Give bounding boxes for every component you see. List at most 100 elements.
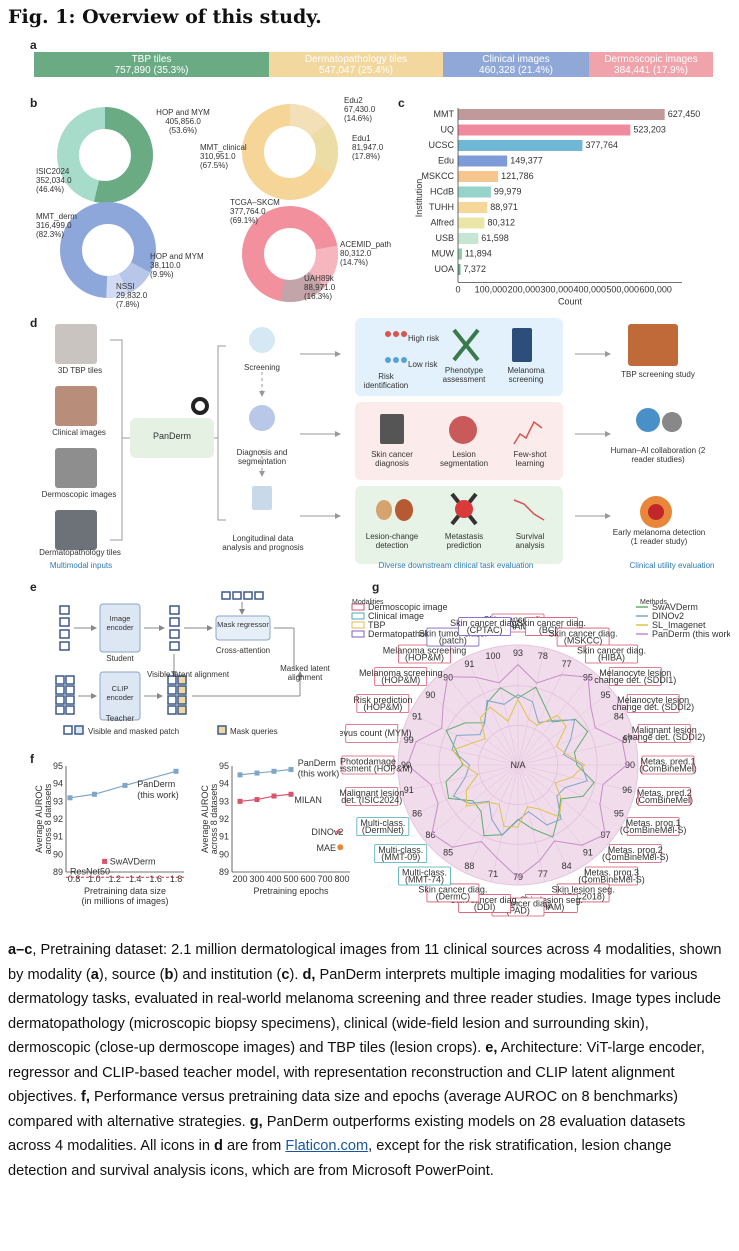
radar-axis-label: Skin cancer diag. <box>483 899 552 909</box>
bar-value-label: 7,372 <box>463 264 486 274</box>
radar-axis-label: Nevus count (MYM) <box>340 728 412 738</box>
donut-slice-uah <box>242 206 338 302</box>
radar-axis-box <box>608 844 662 863</box>
x-tick-label: 400,000 <box>573 285 606 295</box>
donut-slice-hop2 <box>59 202 156 298</box>
x-tick-label: 800 <box>334 874 349 884</box>
row3-lesion-change: Lesion-change detection <box>365 532 419 550</box>
radar-axis-label: Skin cancer diag. <box>418 884 487 894</box>
panderm-point <box>67 795 73 801</box>
panderm-point <box>91 791 97 797</box>
radar-spoke <box>400 764 519 792</box>
y-tick-label: 94 <box>219 779 229 789</box>
panderm-point <box>173 768 179 774</box>
y-tick-label: 92 <box>219 814 229 824</box>
mask-query-boxes <box>221 591 264 600</box>
y-tick-label: 90 <box>219 849 229 859</box>
radar-axis-label: (ComBineMel-S) <box>578 875 645 885</box>
donut-slice-edu2 <box>242 104 338 200</box>
radar-axis-box <box>626 693 680 713</box>
panel-label-g: g <box>372 580 380 594</box>
mae-point <box>337 844 344 851</box>
radar-axis-label: (HAM) <box>505 622 531 632</box>
radar-max-value: 91 <box>404 785 414 795</box>
panderm-point <box>254 770 260 776</box>
clip-encoder-label: CLIP encoder <box>106 684 134 702</box>
y-tick-label: 95 <box>53 761 63 771</box>
bar-category-label: USB <box>435 233 454 243</box>
bar-muw <box>458 248 462 260</box>
dino-marker: ★ <box>335 827 343 837</box>
x-tick-label: 1.0 <box>88 874 101 884</box>
modality-swatch <box>351 612 365 620</box>
mask-regressor-label: Mask regressor <box>217 620 269 629</box>
panderm-label-left-2: (this work) <box>137 790 179 800</box>
x-tick-label: 300,000 <box>541 285 574 295</box>
panderm-label-left: PanDerm <box>137 779 175 789</box>
radar-axis-box <box>637 724 691 743</box>
radar-max-value: 91 <box>412 711 422 721</box>
bar-segment-dermpath: Dermatopathology tiles 547,047 (25.4%) <box>269 52 443 77</box>
radar-spoke <box>491 764 519 883</box>
radar-spoke <box>409 712 519 766</box>
y-tick-label: 89 <box>219 867 229 877</box>
teacher-latents <box>167 675 187 715</box>
radar-axis-box <box>341 755 395 775</box>
radar-axis-label: Skin lesion seg. <box>552 884 615 894</box>
radar-spoke <box>409 764 519 818</box>
radar-max-value: 88 <box>464 861 474 871</box>
donut-slice-edu1 <box>242 104 338 200</box>
bar-category-label: MSKCC <box>421 171 454 181</box>
radar-axis-label: Skin cancer diag. <box>450 618 519 628</box>
donut-4 <box>242 206 338 302</box>
radar-axis-box <box>398 866 451 886</box>
task-screening: Screening <box>243 363 281 372</box>
legend-mask-label: Mask queries <box>230 727 278 736</box>
x-tick-label: 700 <box>317 874 332 884</box>
melanoma-screening-icon <box>512 328 532 362</box>
radar-max-value: 84 <box>614 711 624 721</box>
task-diagnosis: Diagnosis and segmentation <box>236 448 288 466</box>
radar-axis-label: Metas. prog.2 <box>608 845 663 855</box>
bar-usb <box>458 233 479 244</box>
radar-spoke <box>424 689 519 766</box>
bar-value-label: 80,312 <box>487 218 515 228</box>
radar-axis-label: (patch) <box>439 636 467 646</box>
radar-axis-label: (PAD) <box>506 906 530 916</box>
outcomes-caption: Clinical utility evaluation <box>629 561 715 570</box>
bar-value-label: 61,598 <box>481 233 509 243</box>
microscope-thumbnail <box>55 510 97 550</box>
bar-mskcc <box>458 171 499 182</box>
radar-axis-label: Skin lesion seg. <box>520 895 583 905</box>
bar-alfred <box>458 217 485 229</box>
y-tick-label: 91 <box>53 832 63 842</box>
radar-axis-box <box>356 817 410 837</box>
bar-value-label: 11,894 <box>465 249 492 259</box>
radar-max-value: 95 <box>614 809 624 819</box>
bar-uq <box>458 124 631 136</box>
flaticon-link[interactable]: Flaticon.com <box>285 1138 369 1154</box>
milan-point <box>254 797 260 803</box>
radar-axis-label: (HOP&M) <box>381 675 420 685</box>
radar-axis-box <box>637 787 691 806</box>
methods-title: Methods <box>640 599 667 606</box>
input-dermpath-label: Dermatopathology tiles <box>39 548 121 557</box>
radar-axis-label: (ComBineMel) <box>635 795 693 805</box>
radar-axis-label: change det. (SDDI2) <box>612 702 694 712</box>
screening-icon <box>249 327 275 353</box>
x-axis-label: Count <box>558 297 583 307</box>
bar-category-label: HCdB <box>430 187 454 197</box>
y-axis-label: Institution <box>414 179 424 218</box>
x-tick-label: 1.2 <box>109 874 122 884</box>
right-x-label: Pretraining epochs <box>253 886 329 896</box>
radar-spoke <box>517 764 636 792</box>
method-label: DINOv2 <box>652 611 684 621</box>
radar-axis-label: (HIBA) <box>598 652 625 662</box>
mask-regressor-box <box>215 615 271 641</box>
panderm-label-right-2: (this work) <box>298 769 340 779</box>
radar-axis-label: (MMT-09) <box>381 852 420 862</box>
